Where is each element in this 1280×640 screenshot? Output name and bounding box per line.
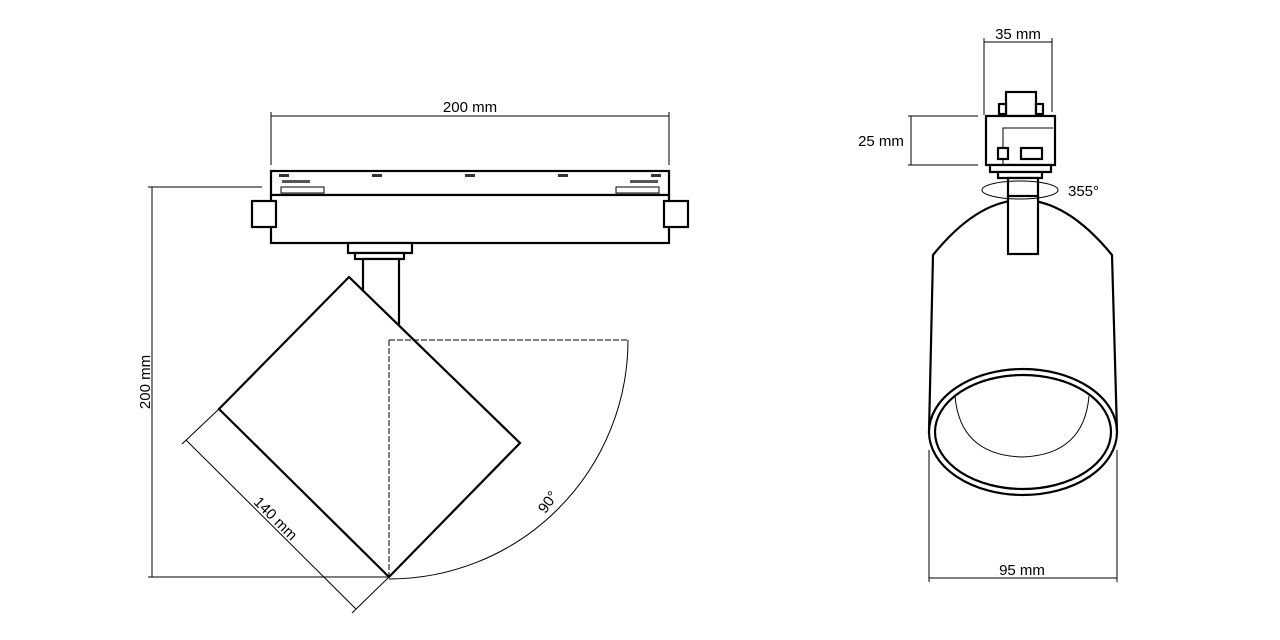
front-view: 35 mm 25 mm — [858, 26, 1119, 582]
diameter-dimension: 95 mm — [928, 450, 1118, 582]
rotation-label: 355° — [1068, 183, 1099, 200]
head-length-label: 140 mm — [250, 494, 300, 544]
track-adapter-front — [984, 90, 1057, 180]
track-adapter — [250, 169, 690, 245]
cylinder-body — [927, 194, 1119, 497]
adapter-height-dimension: 25 mm — [858, 115, 978, 166]
tilt-angle-label: 90° — [535, 488, 562, 516]
adapter-height-label: 25 mm — [858, 133, 904, 150]
side-view: 200 mm 90° — [137, 99, 690, 614]
height-label: 200 mm — [137, 355, 154, 409]
adapter-width-label: 35 mm — [995, 26, 1041, 43]
spotlight-head — [217, 275, 522, 579]
rotation-indicator: 355° — [981, 180, 1099, 200]
height-dimension: 200 mm — [137, 186, 389, 578]
adapter-width-dimension: 35 mm — [983, 26, 1053, 115]
track-width-dimension: 200 mm — [270, 99, 670, 165]
diameter-label: 95 mm — [999, 562, 1045, 579]
track-width-label: 200 mm — [443, 99, 497, 116]
